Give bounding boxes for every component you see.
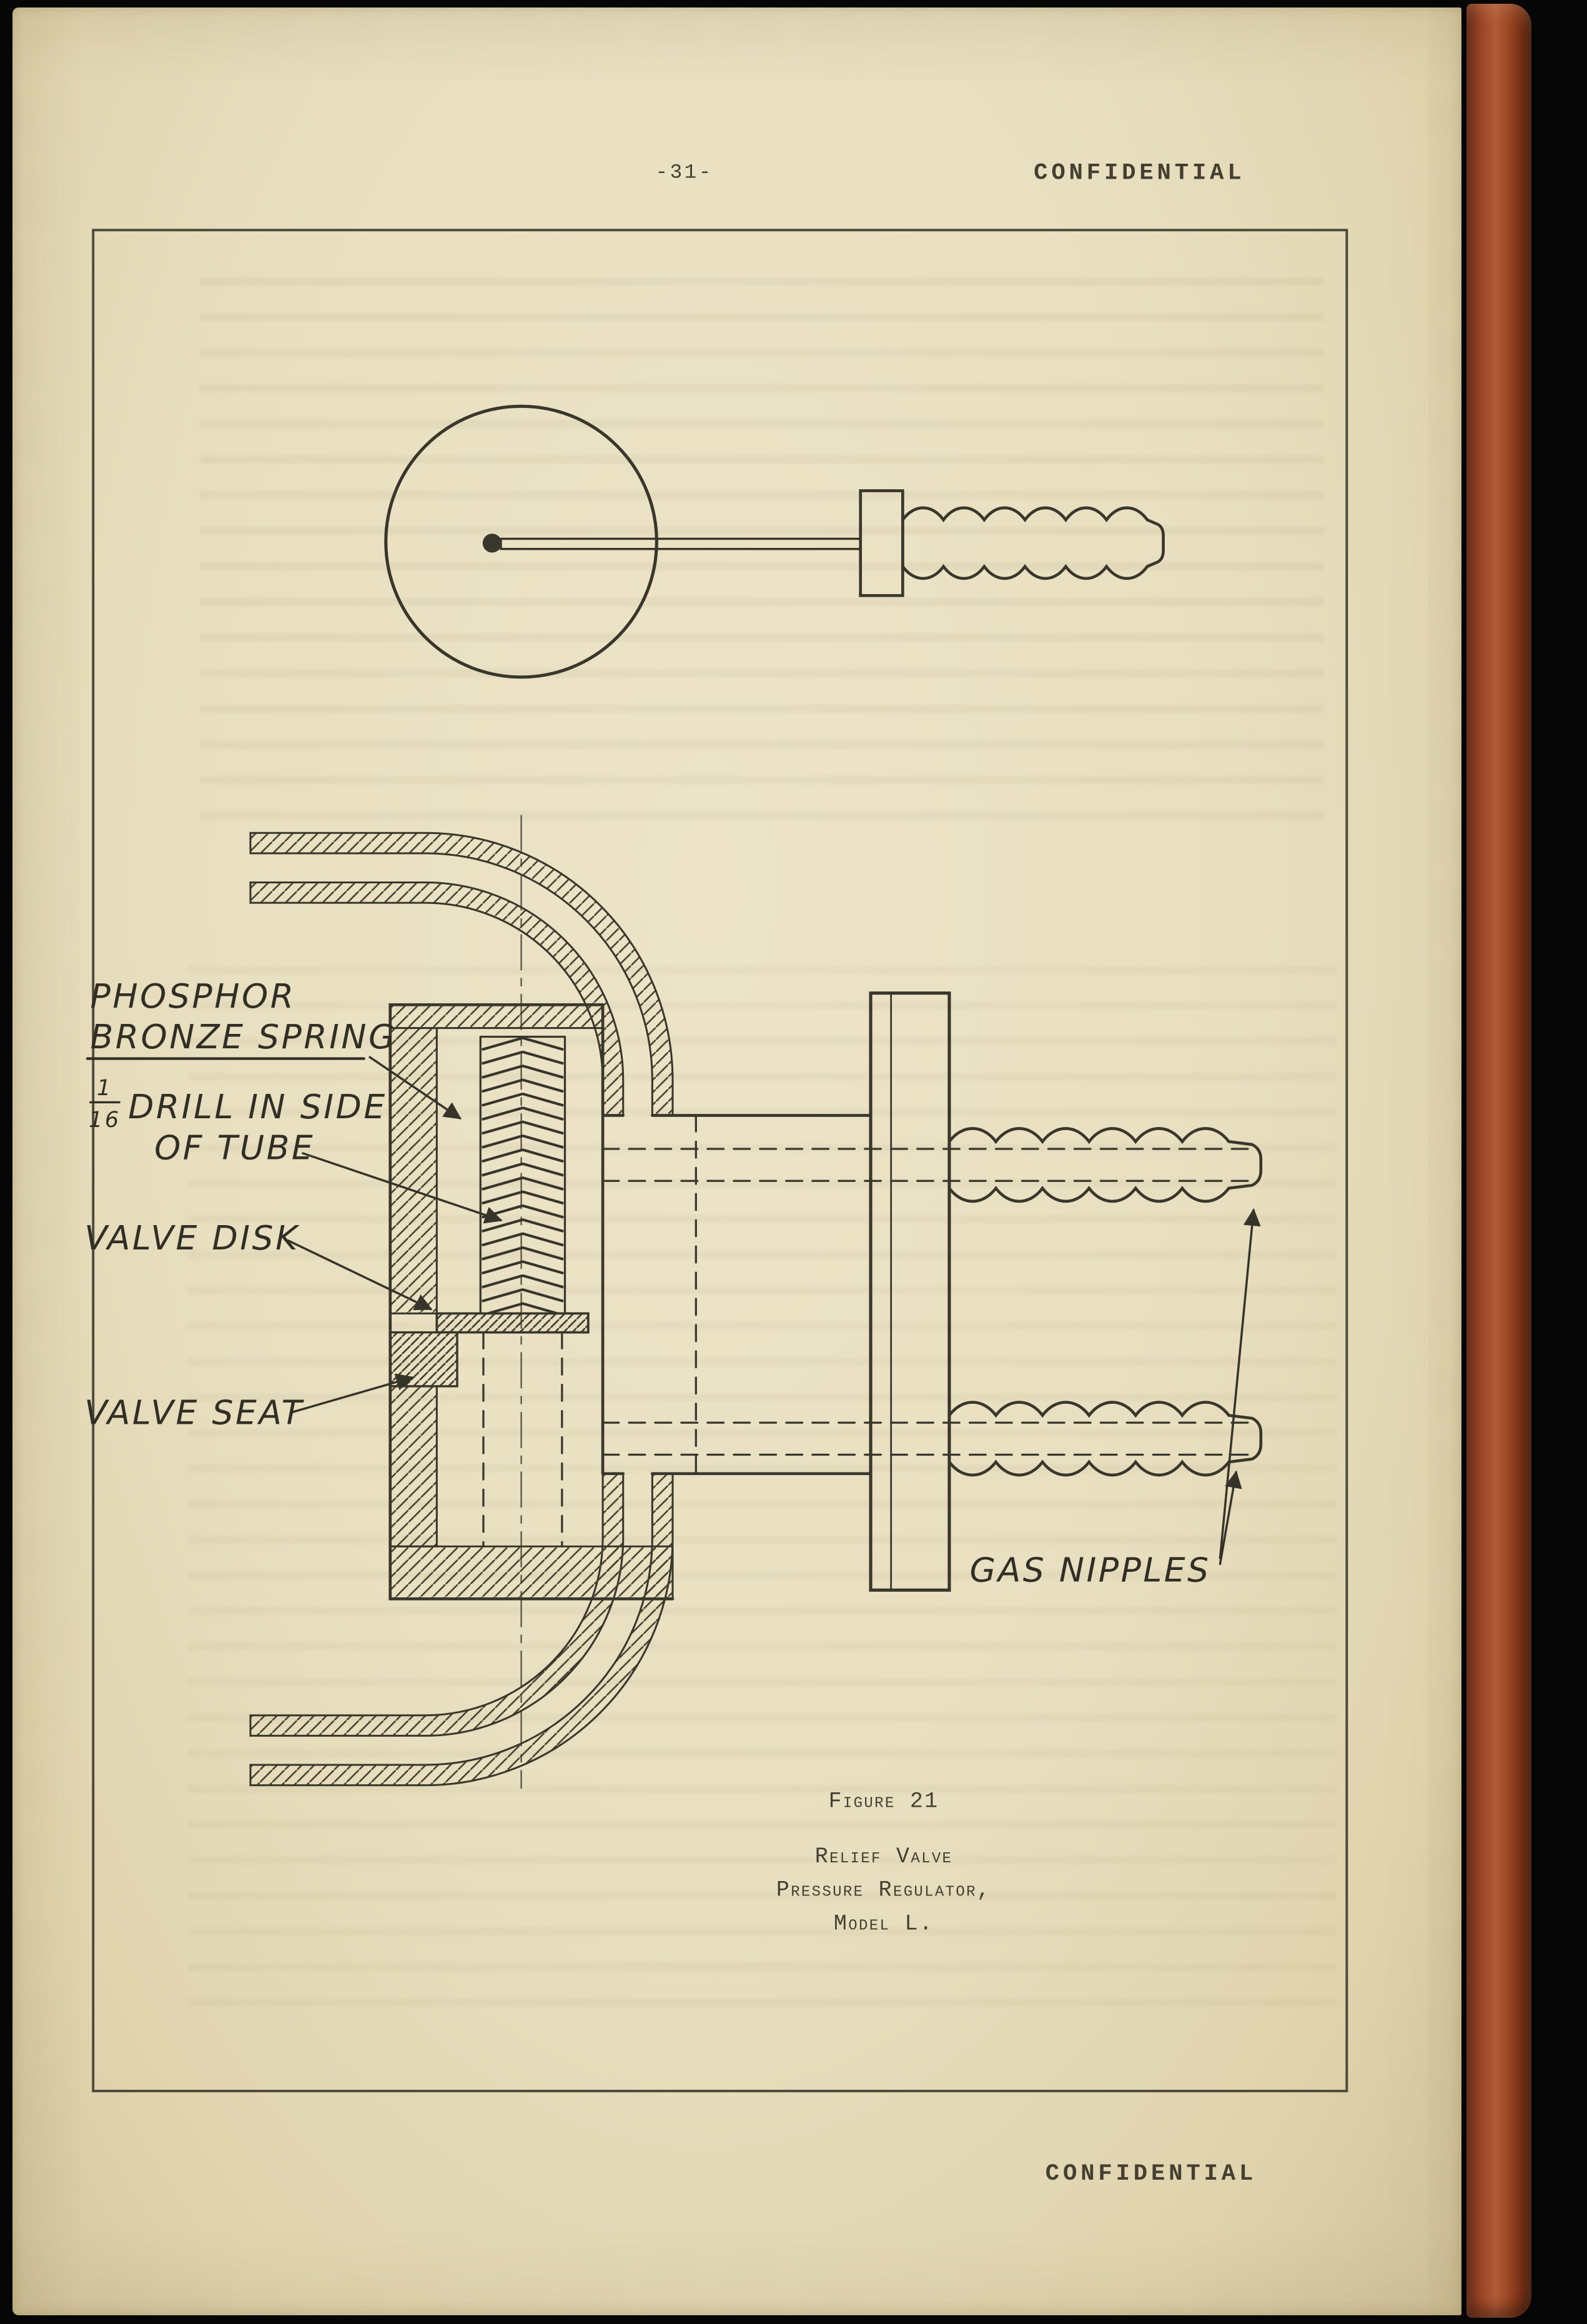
confidential-stamp-top: CONFIDENTIAL <box>1034 161 1245 187</box>
housing-left-wall-lower <box>389 1385 438 1547</box>
label-gas-nipples: GAS NIPPLES <box>970 1550 1211 1589</box>
gas-nipple-bottom <box>947 1401 1263 1477</box>
housing-left-wall-upper <box>389 1027 438 1314</box>
fraction-numerator: 1 <box>97 1076 113 1101</box>
label-of-tube: OF TUBE <box>154 1128 315 1167</box>
caption-title-line2: Pressure Regulator, <box>776 1879 991 1903</box>
hidden-bore-lines <box>482 1114 1259 1547</box>
label-phosphor: PHOSPHOR <box>91 976 296 1016</box>
dial-pivot <box>482 534 502 553</box>
adjustment-assembly <box>384 404 1165 679</box>
leader-lines <box>287 1056 1261 1566</box>
caption-title-line1: Relief Valve <box>815 1845 953 1869</box>
mounting-flange <box>869 991 951 1592</box>
housing-top-cap <box>389 1003 604 1030</box>
gas-chamber <box>601 1114 873 1476</box>
book-spine <box>1466 4 1531 2318</box>
dial-stem <box>500 537 862 550</box>
spring-coils <box>480 1036 565 1314</box>
relief-valve-cross-section: PHOSPHOR BRONZE SPRING 1 16 DRILL IN SID… <box>84 404 1263 1789</box>
leader-gas-nipple-bottom <box>1219 1470 1242 1566</box>
spring-bounds <box>479 1035 566 1315</box>
confidential-stamp-bottom: CONFIDENTIAL <box>1046 2161 1257 2187</box>
spring-housing-outline <box>388 1003 675 1601</box>
label-valve-seat: VALVE SEAT <box>84 1393 304 1433</box>
housing-walls <box>389 1003 674 1600</box>
leader-gas-nipple-top <box>1219 1208 1261 1559</box>
leader-spring <box>368 1056 462 1120</box>
page-number: -31- <box>656 161 713 184</box>
gas-nipple-top <box>947 1127 1263 1203</box>
pipe-walls <box>249 832 674 1787</box>
label-bronze-spring: BRONZE SPRING <box>91 1017 397 1056</box>
figure-caption: Figure 21 Relief Valve Pressure Regulato… <box>776 1790 991 1937</box>
stem-nipple <box>901 506 1165 580</box>
caption-title-line3: Model L. <box>834 1912 934 1936</box>
figure-border <box>92 229 1348 2093</box>
leader-valve-disk <box>287 1239 433 1311</box>
adjustment-dial <box>384 404 658 679</box>
stem-block <box>859 489 904 597</box>
phosphor-bronze-spring <box>479 1035 566 1315</box>
label-drill-in-side: DRILL IN SIDE <box>128 1087 387 1126</box>
flange-plate <box>869 991 951 1592</box>
leader-drill <box>302 1152 503 1224</box>
fraction-denominator: 16 <box>89 1108 121 1133</box>
valve-seat <box>389 1331 458 1388</box>
valve-disk <box>435 1312 590 1334</box>
caption-figure-number: Figure 21 <box>829 1790 939 1814</box>
housing-bottom-flange <box>389 1545 674 1600</box>
leader-valve-seat <box>290 1373 414 1414</box>
label-valve-disk: VALVE DISK <box>84 1218 300 1258</box>
bleed-through-text-lower <box>187 945 1337 2007</box>
